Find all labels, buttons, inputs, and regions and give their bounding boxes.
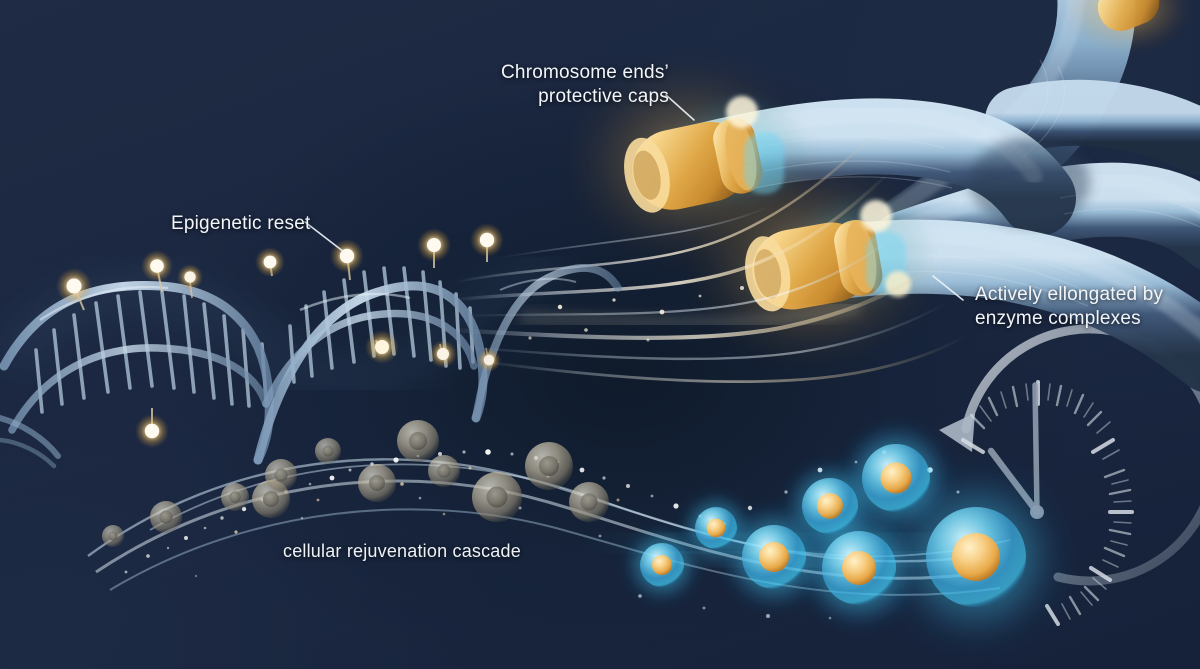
aged-cell — [221, 483, 249, 511]
aged-cell-group — [102, 420, 609, 547]
methyl-marker — [470, 223, 504, 262]
methyl-marker — [56, 268, 92, 311]
methyl-marker — [135, 408, 169, 448]
methyl-marker — [417, 228, 451, 268]
rejuvenated-cell — [797, 506, 921, 630]
dna-strand-e — [472, 263, 622, 422]
leader-lines — [304, 94, 964, 301]
glowing-methylation-markers — [56, 223, 504, 448]
aged-cell — [102, 525, 124, 547]
ribbon-sparkles — [528, 286, 744, 342]
dna-strand-d — [262, 309, 478, 408]
aged-cell — [397, 420, 439, 462]
label-chromosome-caps: Chromosome ends’ protective caps — [501, 62, 669, 108]
telomere-cap-3 — [1097, 0, 1160, 31]
aged-cell — [472, 472, 522, 522]
aged-cell — [315, 438, 341, 464]
methyl-marker — [477, 347, 501, 372]
aged-cell — [428, 455, 460, 487]
aged-cell — [265, 459, 297, 491]
cell-rejuvenation-chain — [87, 420, 1060, 641]
methyl-marker — [365, 330, 399, 364]
aged-cell — [150, 501, 182, 533]
leader-epigenetic-reset — [304, 221, 345, 253]
methyl-marker — [429, 340, 457, 368]
label-enzyme-elongation: Actively ellongated by enzyme complexes — [975, 284, 1164, 330]
label-cellular-cascade: cellular rejuvenation cascade — [283, 541, 521, 561]
leader-chromosome-caps — [665, 94, 695, 121]
dna-double-helix — [0, 223, 622, 469]
label-epigenetic-reset: Epigenetic reset — [171, 213, 311, 234]
aged-cell — [525, 442, 573, 490]
rejuvenated-cell-largest — [892, 473, 1060, 641]
methyl-marker — [177, 264, 203, 299]
methyl-marker — [141, 250, 173, 293]
chromatid-arm-top-right — [985, 79, 1200, 175]
x-shaped-chromosome — [575, 0, 1200, 392]
aged-cell — [358, 464, 396, 502]
methyl-marker — [255, 247, 285, 277]
rejuvenated-cell — [624, 527, 700, 603]
dna-strand-b — [8, 344, 270, 434]
clock-ticks — [961, 380, 1134, 626]
cascade-warm-particles — [234, 466, 620, 534]
leader-enzyme-elongation — [932, 275, 964, 301]
aged-cell — [569, 482, 609, 522]
rejuvenated-cell-group — [624, 421, 1060, 641]
